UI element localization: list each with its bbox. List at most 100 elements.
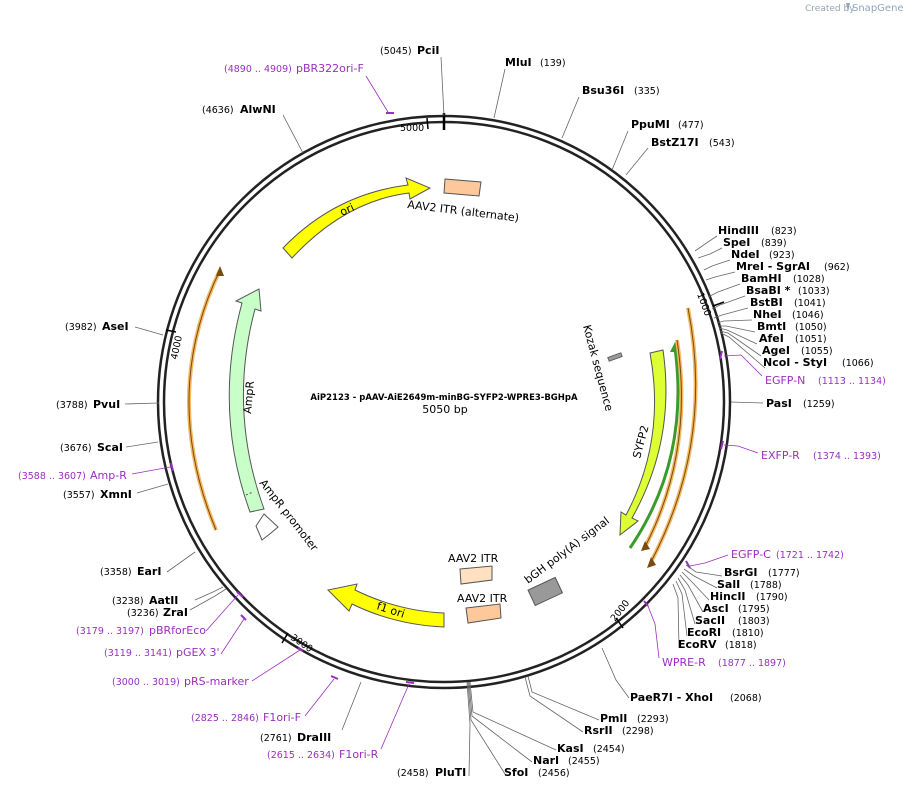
- enzyme-pos: (839): [761, 238, 787, 249]
- feature-label-aav2-itr-2: AAV2 ITR: [457, 592, 508, 605]
- enzyme-pos: (1033): [798, 286, 830, 297]
- feature-ampr-arrow: [228, 288, 265, 513]
- enzyme-bstz17i: BstZ17I(543): [651, 136, 735, 149]
- feature-label-kozak: Kozak sequence: [580, 323, 616, 412]
- enzyme-name: AatII: [149, 594, 178, 607]
- enzyme-sacii: SacII (1803): [695, 614, 770, 627]
- snapgene-brand: SnapGene: [852, 3, 903, 14]
- enzyme-hindiii: HindIII(823): [718, 224, 797, 237]
- plasmid-name: AiP2123 - pAAV-AiE2649m-minBG-SYFP2-WPRE…: [310, 393, 578, 403]
- orf-orange-line-1-core: [651, 307, 697, 561]
- enzyme-pvui: (3788) PvuI: [56, 398, 120, 411]
- enzyme-draiii: (2761)DraIII: [260, 731, 331, 744]
- enzyme-name: PciI: [417, 44, 439, 57]
- enzyme-name: BsaBI *: [746, 284, 791, 297]
- enzyme-pos: (1051): [795, 334, 827, 345]
- enzyme-alwni: (4636)AlwNI: [202, 103, 276, 116]
- enzyme-name: RsrII: [584, 724, 613, 737]
- enzyme-pos: (2454): [593, 744, 625, 755]
- enzyme-pos: (1055): [801, 346, 833, 357]
- primer-labels: (4890 .. 4909)pBR322ori-F EGFP-N(1113 ..…: [18, 62, 886, 761]
- enzyme-name: AgeI: [762, 344, 790, 357]
- enzyme-name: KasI: [557, 742, 584, 755]
- feature-aav2-itr-1: [459, 565, 493, 585]
- feature-aav2-itr-alternate: [443, 178, 482, 197]
- primer-range: (3119 .. 3141): [104, 648, 172, 659]
- enzyme-labels: (5045)PciI MluI(139) Bsu36I(335) PpuMI(4…: [56, 44, 874, 779]
- enzyme-hincii: HincII (1790): [710, 590, 788, 603]
- branding: Created by SnapGene: [805, 3, 903, 14]
- primer-mark-pbrforeco: [236, 591, 244, 598]
- primer-pbr322ori-f: (4890 .. 4909)pBR322ori-F: [224, 62, 364, 75]
- primer-name: EXFP-R: [761, 449, 800, 462]
- enzyme-name: ScaI: [97, 441, 123, 454]
- enzyme-scai: (3676)ScaI: [60, 441, 123, 454]
- enzyme-pos: (1803): [738, 616, 770, 627]
- enzyme-pos: (139): [540, 58, 566, 69]
- primer-name: F1ori-R: [339, 748, 379, 761]
- feature-bgh-polya: [527, 576, 564, 607]
- enzyme-pos: (1066): [842, 358, 874, 369]
- tick-label-4000: 4000: [169, 335, 185, 361]
- enzyme-pos: (1046): [792, 310, 824, 321]
- ampr-dotted-mark: [245, 491, 254, 496]
- enzyme-pos: (2293): [637, 714, 669, 725]
- enzyme-nhei: NheI(1046): [753, 308, 824, 321]
- tick-5000: [426, 117, 429, 130]
- enzyme-name: EcoRI: [687, 626, 721, 639]
- enzyme-name: AscI: [703, 602, 729, 615]
- enzyme-bsabi: BsaBI * (1033): [746, 284, 830, 297]
- primer-name: WPRE-R: [662, 656, 706, 669]
- enzyme-pos: (923): [769, 250, 795, 261]
- primer-egfp-c: EGFP-C(1721 .. 1742): [731, 548, 844, 561]
- primer-name: pBRforEco: [149, 624, 206, 637]
- enzyme-asei: (3982)AseI: [65, 320, 129, 333]
- enzyme-name: SpeI: [723, 236, 750, 249]
- feature-label-aav2-itr-alternate: AAV2 ITR (alternate): [407, 198, 520, 225]
- feature-label-aav2-itr-1: AAV2 ITR: [448, 552, 499, 565]
- enzyme-pos: (1777): [768, 568, 800, 579]
- orf-orange-line-2-core: [645, 339, 682, 546]
- feature-aav2-itr-2: [465, 603, 502, 624]
- orf-orange-arrow-icon-2: [641, 541, 650, 551]
- primer-name: pGEX 3': [176, 646, 220, 659]
- enzyme-name: PpuMI: [631, 118, 670, 131]
- enzyme-name: BsrGI: [724, 566, 757, 579]
- enzyme-name: DraIII: [297, 731, 331, 744]
- enzyme-aatii: (3238) AatII: [112, 594, 178, 607]
- enzyme-name: AlwNI: [240, 103, 276, 116]
- enzyme-leader-lines: [124, 56, 766, 777]
- enzyme-pos: (477): [678, 120, 704, 131]
- enzyme-name: PvuI: [93, 398, 120, 411]
- primer-mark-ampr: [170, 462, 174, 472]
- primer-amp-r: (3588 .. 3607)Amp-R: [18, 469, 127, 482]
- enzyme-pos: (3238): [112, 596, 144, 607]
- orf-orange-arrow-icon-1: [647, 557, 656, 568]
- enzyme-pos: (1810): [732, 628, 764, 639]
- enzyme-pos: (1795): [738, 604, 770, 615]
- enzyme-pos: (2455): [568, 756, 600, 767]
- enzyme-pos: (3788): [56, 400, 88, 411]
- primer-mark-egfpc: [685, 560, 691, 569]
- enzyme-bstbi: BstBI(1041): [750, 296, 826, 309]
- enzyme-pos: (3982): [65, 322, 97, 333]
- primer-range: (1113 .. 1134): [818, 376, 886, 387]
- enzyme-name: MreI - SgrAI: [736, 260, 810, 273]
- enzyme-pmli: PmlI(2293): [600, 712, 669, 725]
- primer-name: pBR322ori-F: [296, 62, 364, 75]
- enzyme-name: HincII: [710, 590, 746, 603]
- enzyme-name: NarI: [533, 754, 559, 767]
- enzyme-pos: (1790): [756, 592, 788, 603]
- enzyme-name: PasI: [766, 397, 792, 410]
- enzyme-sfoi: SfoI(2456): [504, 766, 570, 779]
- snapgene-logo-icon: [846, 3, 850, 12]
- enzyme-ndei: NdeI(923): [731, 248, 795, 261]
- primer-wpre-r: WPRE-R(1877 .. 1897): [662, 656, 786, 669]
- feature-ampr-promoter: [255, 513, 279, 541]
- enzyme-pos: (543): [709, 138, 735, 149]
- feature-syfp2-arrow: [619, 349, 667, 537]
- enzyme-pos: (3358): [100, 567, 132, 578]
- enzyme-mrei-sgrai: MreI - SgrAI(962): [736, 260, 850, 273]
- enzyme-name: SacII: [695, 614, 725, 627]
